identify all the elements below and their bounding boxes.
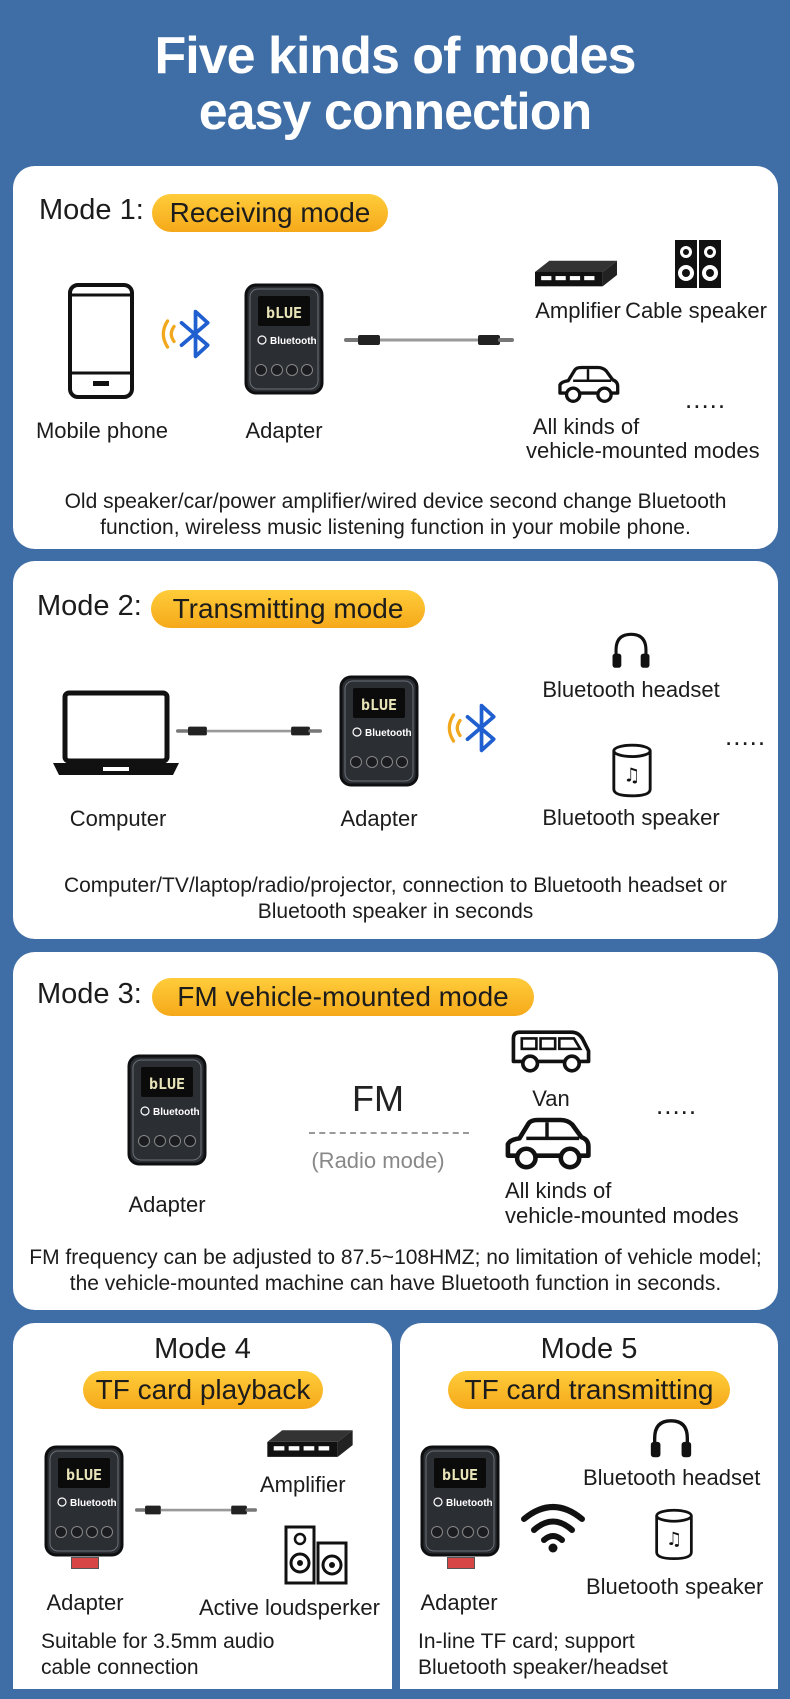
mode2-desc-line-2: Bluetooth speaker in seconds: [257, 900, 534, 923]
wifi-signal-icon: [521, 1504, 585, 1553]
bluetooth-speaker-label: Bluetooth speaker: [542, 805, 720, 830]
active-loudspeaker-icon: [284, 1525, 348, 1585]
mobile-phone-label: Mobile phone: [35, 418, 169, 443]
mode4-desc-line-2: cable connection: [41, 1656, 199, 1679]
mode3-desc-line-1: FM frequency can be adjusted to 87.5~108…: [29, 1246, 762, 1269]
mode5-bluetooth-speaker-icon: [653, 1506, 695, 1562]
mode2-prefix: Mode 2:: [37, 590, 142, 622]
mode4-card: Mode 4 TF card playback Adapter Amplifie…: [13, 1323, 392, 1689]
van-icon: [508, 1028, 594, 1076]
adapter-device-icon: [244, 283, 324, 395]
fm-dashed-line: [309, 1132, 469, 1134]
mode1-description: Old speaker/car/power amplifier/wired de…: [13, 489, 778, 541]
computer-label: Computer: [69, 806, 167, 831]
mode4-name-pill: TF card playback: [83, 1371, 323, 1409]
active-loudspeaker-label: Active loudsperker: [199, 1595, 380, 1620]
mobile-phone-icon: [68, 283, 134, 399]
laptop-icon: [53, 690, 179, 775]
mode2-more-dots: .....: [725, 721, 767, 751]
mode4-audio-cable-icon: [135, 1503, 257, 1517]
mode3-vehicle-label-2: vehicle-mounted modes: [505, 1203, 739, 1228]
title-line-1: Five kinds of modes: [154, 27, 637, 85]
mode4-tf-card: [71, 1557, 99, 1569]
page-title: Five kinds of modes easy connection: [0, 28, 790, 140]
mode2-description: Computer/TV/laptop/radio/projector, conn…: [13, 873, 778, 925]
mode5-title: Mode 5: [540, 1333, 638, 1365]
mode4-adapter-device-icon: [44, 1445, 124, 1557]
mode5-description: In-line TF card; support Bluetooth speak…: [418, 1629, 668, 1681]
mode3-name-pill: FM vehicle-mounted mode: [152, 978, 534, 1016]
headphones-icon: [609, 629, 653, 673]
mode2-audio-cable-icon: [176, 724, 322, 738]
mode3-adapter-device-icon: [127, 1054, 207, 1166]
mode3-vehicle-label-1: All kinds of: [505, 1178, 612, 1203]
mode3-more-dots: .....: [656, 1090, 698, 1120]
mode1-adapter-label: Adapter: [245, 418, 323, 443]
mode1-desc-line-1: Old speaker/car/power amplifier/wired de…: [64, 490, 727, 513]
mode4-title: Mode 4: [154, 1333, 251, 1365]
radio-mode-label: (Radio mode): [311, 1148, 445, 1173]
fm-label: FM: [352, 1078, 404, 1119]
mode5-desc-line-1: In-line TF card; support: [418, 1630, 635, 1653]
mode2-name-pill: Transmitting mode: [151, 590, 425, 628]
mode3-desc-line-2: the vehicle-mounted machine can have Blu…: [69, 1272, 722, 1295]
mode5-bluetooth-speaker-label: Bluetooth speaker: [586, 1574, 764, 1599]
mode5-name-pill: TF card transmitting: [448, 1371, 730, 1409]
mode5-desc-line-2: Bluetooth speaker/headset: [418, 1656, 668, 1679]
van-label: Van: [532, 1086, 570, 1111]
mode5-adapter-label: Adapter: [420, 1590, 498, 1615]
mode1-vehicle-label-2: vehicle-mounted modes: [526, 438, 760, 463]
mode2-bluetooth-icon: [447, 700, 503, 756]
mode1-name-pill: Receiving mode: [152, 194, 388, 232]
car-icon: [555, 362, 621, 406]
mode4-desc-line-1: Suitable for 3.5mm audio: [41, 1630, 275, 1653]
amplifier-icon: [535, 257, 617, 289]
mode3-adapter-label: Adapter: [128, 1192, 206, 1217]
audio-cable-icon: [344, 332, 514, 348]
bluetooth-headset-label: Bluetooth headset: [542, 677, 720, 702]
mode4-description: Suitable for 3.5mm audio cable connectio…: [41, 1629, 274, 1681]
mode4-amplifier-icon: [267, 1427, 353, 1459]
mode5-headphones-icon: [647, 1415, 695, 1463]
mode1-card: Mode 1: Receiving mode Mobile phone Adap…: [13, 166, 778, 549]
mode2-card: Mode 2: Transmitting mode Computer Adapt…: [13, 561, 778, 939]
amplifier-label: Amplifier: [535, 298, 621, 323]
mode3-car-icon: [501, 1114, 593, 1172]
mode3-card: Mode 3: FM vehicle-mounted mode Adapter …: [13, 952, 778, 1310]
mode3-description: FM frequency can be adjusted to 87.5~108…: [13, 1245, 778, 1297]
bluetooth-icon: [161, 306, 217, 362]
mode1-desc-line-2: function, wireless music listening funct…: [100, 516, 691, 539]
mode5-tf-card: [447, 1557, 475, 1569]
mode2-adapter-label: Adapter: [340, 806, 418, 831]
mode2-desc-line-1: Computer/TV/laptop/radio/projector, conn…: [63, 874, 728, 897]
bluetooth-speaker-icon: [610, 741, 654, 799]
mode5-bluetooth-headset-label: Bluetooth headset: [583, 1465, 761, 1490]
cable-speaker-label: Cable speaker: [625, 298, 767, 323]
mode2-adapter-device-icon: [339, 675, 419, 787]
mode4-amplifier-label: Amplifier: [260, 1472, 346, 1497]
mode4-adapter-label: Adapter: [46, 1590, 124, 1615]
mode1-vehicle-label-1: All kinds of: [532, 414, 640, 439]
title-line-2: easy connection: [198, 83, 592, 141]
cable-speaker-icon: [675, 240, 721, 288]
mode3-prefix: Mode 3:: [37, 978, 142, 1010]
mode5-card: Mode 5 TF card transmitting Adapter Blue…: [400, 1323, 778, 1689]
mode5-adapter-device-icon: [420, 1445, 500, 1557]
mode1-prefix: Mode 1:: [39, 194, 144, 226]
mode1-more-dots: .....: [685, 384, 727, 414]
